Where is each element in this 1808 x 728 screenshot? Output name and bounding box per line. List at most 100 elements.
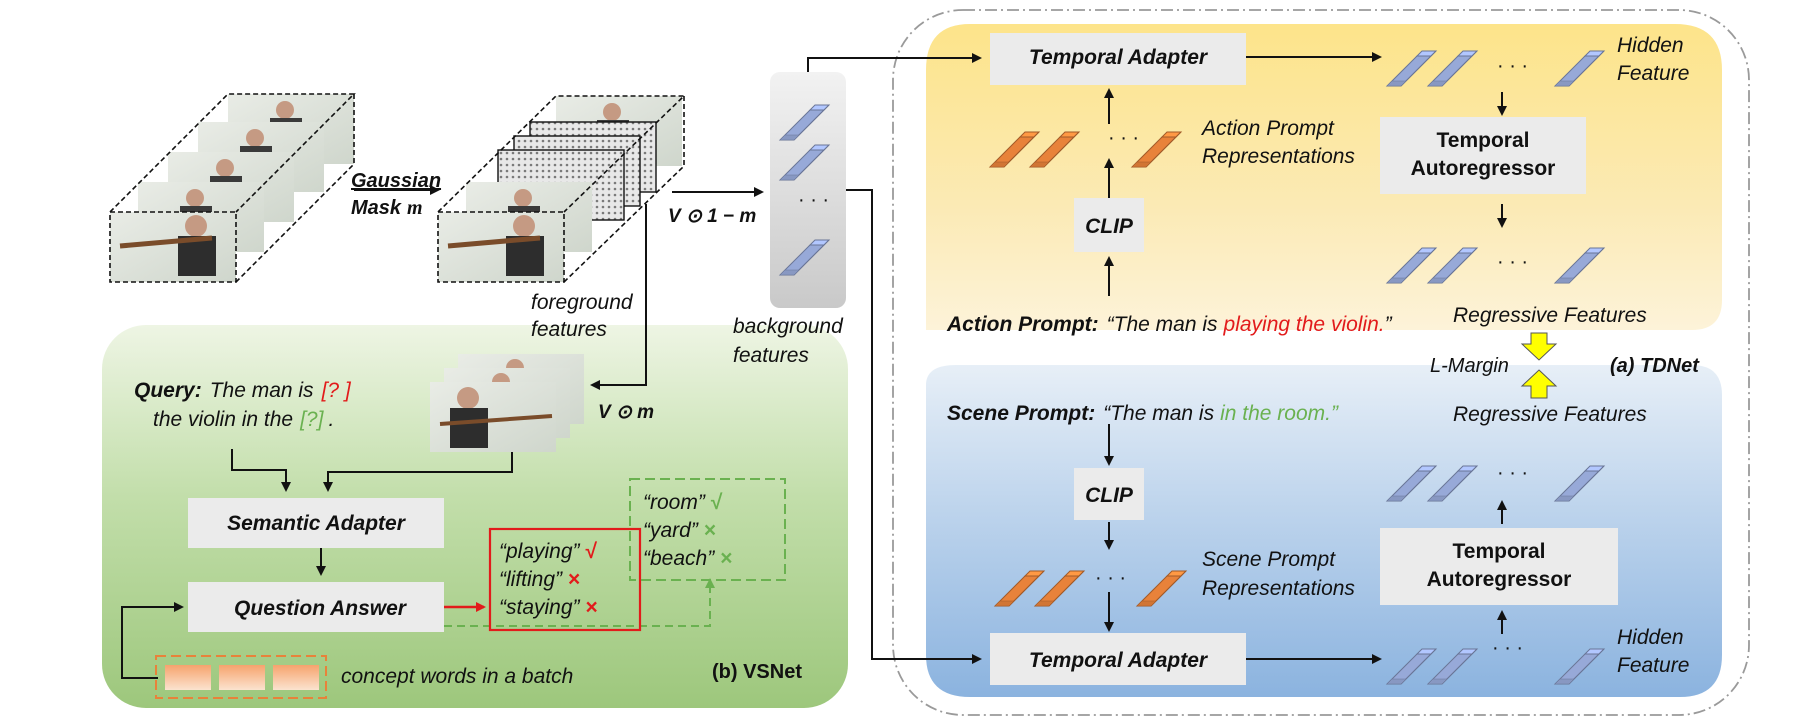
answer-item: “room”√ xyxy=(643,491,723,514)
ellipsis: · · · xyxy=(1095,567,1126,589)
foreground-features-label-2: features xyxy=(531,318,607,341)
scene-panel-bg xyxy=(926,365,1722,697)
hidden-feature-cube xyxy=(1553,648,1606,685)
question-answer-label: Question Answer xyxy=(234,597,408,620)
temporal-autoregressor-top-box xyxy=(1380,117,1586,194)
hidden-feature-cube xyxy=(1553,50,1606,87)
background-feature-cube xyxy=(778,239,831,276)
temporal-adapter-top-label: Temporal Adapter xyxy=(1029,46,1209,69)
temporal-adapter-top-box xyxy=(990,33,1246,85)
concepts-to-qa-arrow xyxy=(121,602,184,679)
regressive-feature-cube xyxy=(1553,465,1606,502)
clip-bottom-label: CLIP xyxy=(1085,484,1134,507)
regressive-feature-cube xyxy=(1426,247,1479,284)
fg-formula: V ⊙ m xyxy=(598,402,654,423)
margin-arrow-up-icon xyxy=(1520,369,1558,399)
autoregressor-top-label-2: Autoregressor xyxy=(1411,157,1556,180)
masked-video-stack xyxy=(437,95,686,283)
semantic-adapter-label: Semantic Adapter xyxy=(227,512,407,535)
background-feature-cubes xyxy=(778,104,831,276)
concept-words-label: concept words in a batch xyxy=(341,665,573,688)
temporal-adapter-bottom-box xyxy=(990,633,1246,685)
autoregressor-bottom-label-2: Autoregressor xyxy=(1427,568,1572,591)
scene-prompt-repr-cube xyxy=(1033,570,1086,607)
clip-top-box xyxy=(1074,198,1144,252)
stack-wireframe xyxy=(109,93,356,283)
vsnet-title: (b) VSNet xyxy=(712,661,802,683)
bg-formula: V ⊙ 1 − m xyxy=(668,206,756,227)
hidden-feature-cube xyxy=(1426,50,1479,87)
scene-prompt-repr-cube xyxy=(993,570,1046,607)
foreground-features-label: foreground xyxy=(531,291,634,314)
autoregressor-top-label: Temporal xyxy=(1437,129,1530,152)
stack-wireframe xyxy=(437,95,686,283)
concept-chip xyxy=(273,665,319,690)
qa-to-scene-answers-arrow xyxy=(444,578,715,627)
answer-item: “lifting”× xyxy=(499,568,580,591)
background-features-label-2: features xyxy=(733,344,809,367)
to-foreground-arrow xyxy=(590,204,647,390)
scene-prompt-repr-cube xyxy=(1135,570,1188,607)
scene-repr-label: Scene Prompt xyxy=(1202,548,1336,571)
hidden-feature-cube xyxy=(1426,648,1479,685)
ellipsis: · · · xyxy=(1497,55,1528,77)
clip-top-label: CLIP xyxy=(1085,215,1134,238)
background-features-label: background xyxy=(733,315,844,338)
hidden-feature-cube xyxy=(1385,648,1438,685)
action-repr-label-2: Representations xyxy=(1202,145,1355,168)
query-line-1: Query:The man is[? ] xyxy=(134,379,352,402)
hidden-feature-bottom-label-2: Feature xyxy=(1617,654,1689,677)
ellipsis: · · · xyxy=(1497,251,1528,273)
tdnet-dashed-border xyxy=(892,9,1750,716)
concept-chip xyxy=(219,665,265,690)
feature-cubes xyxy=(988,50,1606,685)
regressive-feature-cube xyxy=(1385,247,1438,284)
bg-cube-ellipsis: · · · xyxy=(798,189,829,211)
action-answers-box xyxy=(488,527,642,632)
bg-to-temporal-adapter-top xyxy=(807,53,982,72)
hidden-feature-bottom-label: Hidden xyxy=(1617,626,1684,649)
video-frame-front xyxy=(110,212,236,282)
regressive-features-top-label: Regressive Features xyxy=(1453,304,1647,327)
concept-chip xyxy=(165,665,211,690)
answer-item: “playing”√ xyxy=(499,540,598,563)
bg-to-temporal-adapter-bottom xyxy=(846,189,982,664)
query-to-adapter-arrow xyxy=(231,449,291,492)
action-prompt-repr-cube xyxy=(988,131,1041,168)
action-prompt-repr-cube xyxy=(1028,131,1081,168)
action-repr-label: Action Prompt xyxy=(1200,117,1335,140)
regressive-feature-cube xyxy=(1426,465,1479,502)
temporal-autoregressor-bottom-box xyxy=(1380,528,1618,605)
foreground-video-stack xyxy=(430,354,584,452)
background-feature-cube xyxy=(778,144,831,181)
frames-to-adapter-arrow xyxy=(323,452,513,492)
scene-answers: “room”√ “yard”× “beach”× xyxy=(643,491,732,570)
action-prompt-repr-cube xyxy=(1130,131,1183,168)
l-margin-label: L-Margin xyxy=(1430,355,1509,377)
query-line-2: the violin in the[?]. xyxy=(153,408,334,431)
hidden-feature-top-label: Hidden xyxy=(1617,34,1684,57)
input-video-stack xyxy=(109,93,356,283)
hidden-feature-top-label-2: Feature xyxy=(1617,62,1689,85)
background-feature-cube xyxy=(778,104,831,141)
regressive-features-bottom-label: Regressive Features xyxy=(1453,403,1647,426)
temporal-adapter-bottom-label: Temporal Adapter xyxy=(1029,649,1209,672)
answer-item: “beach”× xyxy=(643,547,732,570)
video-frame-front xyxy=(438,212,564,282)
concept-words-box xyxy=(155,655,327,699)
hidden-feature-cube xyxy=(1385,50,1438,87)
tdnet-title: (a) TDNet xyxy=(1610,355,1700,377)
ellipsis: · · · xyxy=(1492,637,1523,659)
gaussian-mask-label: Gaussian xyxy=(351,170,441,192)
margin-arrow-down-icon xyxy=(1520,332,1558,361)
regressive-feature-cube xyxy=(1385,465,1438,502)
clip-bottom-box xyxy=(1074,468,1144,520)
scene-repr-label-2: Representations xyxy=(1202,577,1355,600)
answer-item: “yard”× xyxy=(643,519,716,542)
video-frame-front xyxy=(430,382,556,452)
ellipsis: · · · xyxy=(1108,127,1139,149)
